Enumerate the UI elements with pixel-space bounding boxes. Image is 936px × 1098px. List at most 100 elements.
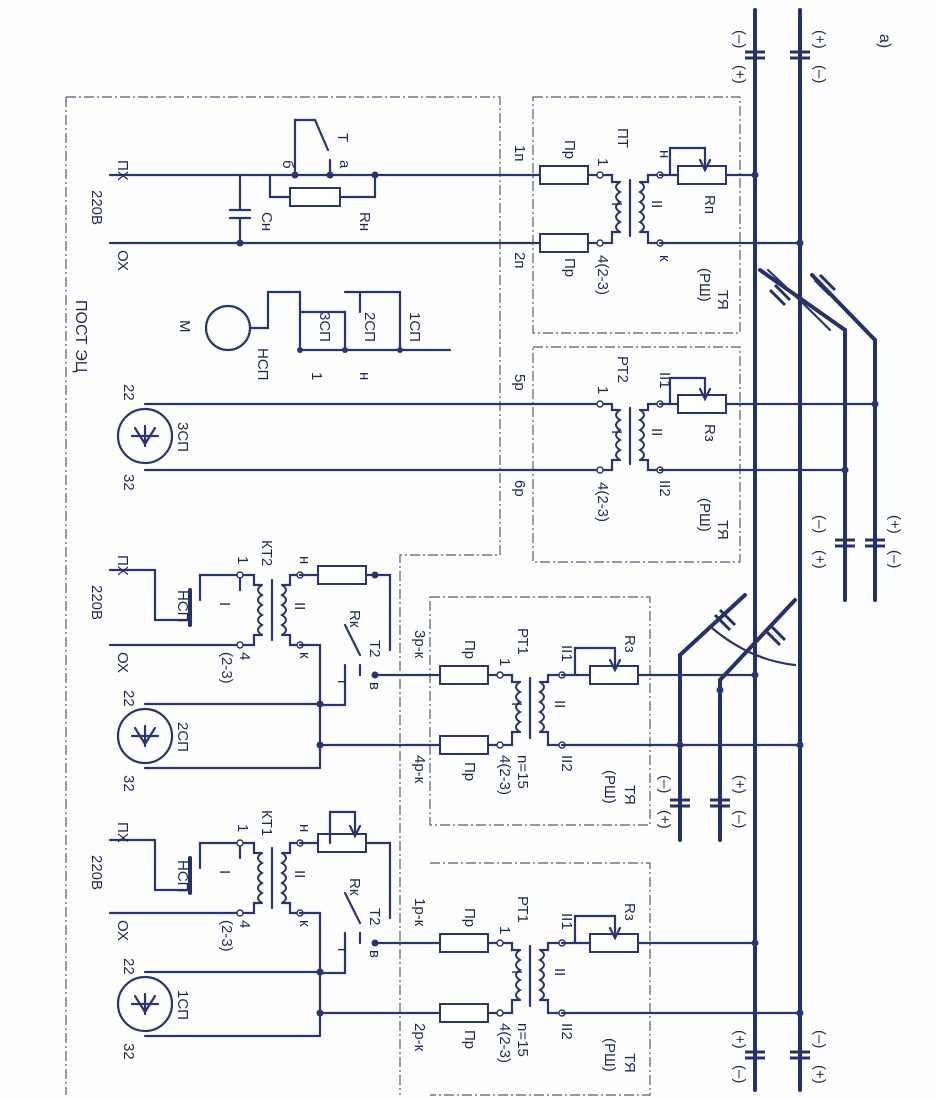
- terminal-4: 4: [236, 652, 253, 660]
- terminal-4: 4: [236, 920, 253, 928]
- polarity-minus: (–): [811, 515, 828, 533]
- polarity-minus: (–): [886, 550, 903, 568]
- ox-label: ОХ: [114, 250, 131, 271]
- polarity-minus: (–): [731, 30, 748, 48]
- terminal-1: 1: [496, 658, 513, 666]
- fuse-label: Пр: [461, 908, 478, 927]
- polarity-plus: (+): [811, 550, 828, 569]
- terminal-4: 4(2-3): [496, 755, 513, 795]
- rt2-block: [116, 376, 879, 474]
- switch-t-label: Т: [334, 133, 351, 142]
- kt2-name: КТ2: [258, 540, 275, 566]
- resistor-rk: Rк: [346, 878, 363, 896]
- post-ets-boundary: [65, 96, 741, 1096]
- polarity-plus: (+): [656, 810, 673, 829]
- cabinet-rsh: (РШ): [601, 1038, 618, 1072]
- polarity-plus: (+): [886, 515, 903, 534]
- terminal-ii2: II2: [558, 755, 575, 772]
- relay-22: 22: [120, 958, 137, 975]
- winding-ii: II: [291, 602, 308, 610]
- relay-2sp: 2СП: [174, 722, 191, 752]
- rt1-name: РТ1: [514, 628, 531, 655]
- voltage-label: 220В: [88, 585, 105, 620]
- terminal-ii1: II1: [656, 372, 673, 389]
- resistor-rp: Rп: [701, 195, 718, 214]
- polarity-plus: (+): [811, 1065, 828, 1084]
- nsp-label: НСП: [254, 348, 271, 380]
- polarity-labels: (–) (+) (+) (–) (+) (–) (–) (+) (–) (+) …: [656, 30, 903, 1084]
- polarity-plus: (+): [731, 775, 748, 794]
- terminal-k: к: [296, 920, 313, 927]
- resistor-rn-label: Rн: [356, 212, 373, 231]
- winding-i: I: [216, 602, 233, 606]
- winding-ii: II: [648, 200, 665, 208]
- polarity-minus: (–): [731, 810, 748, 828]
- nsp-label: НСП: [174, 860, 191, 892]
- px-label: ПХ: [114, 555, 131, 576]
- px-label: ПХ: [114, 822, 131, 843]
- polarity-minus: (–): [811, 65, 828, 83]
- kt1-name: КТ1: [258, 810, 275, 836]
- cabinet-tya: ТЯ: [621, 1053, 638, 1073]
- relay-3sp: 3СП: [174, 422, 191, 452]
- fuse-label: Пр: [561, 140, 578, 159]
- relay-32: 32: [120, 1043, 137, 1060]
- relay-32: 32: [120, 775, 137, 792]
- cabinet-rsh: (РШ): [696, 498, 713, 532]
- relay-22: 22: [120, 690, 137, 707]
- px-label: ПХ: [114, 160, 131, 181]
- polarity-minus: (–): [656, 775, 673, 793]
- ratio-n15: n=15: [514, 1023, 531, 1057]
- cabinet-tya: ТЯ: [714, 520, 731, 540]
- winding-i: I: [608, 202, 625, 206]
- terminal-1: 1: [594, 158, 611, 166]
- contact-v: в: [366, 682, 383, 690]
- resistor-rz: Rз: [621, 635, 638, 653]
- terminal-k: к: [656, 255, 673, 262]
- motor-contacts: [204, 290, 452, 353]
- terminal-2-3: (2-3): [218, 920, 235, 952]
- terminal-4: 4(2-3): [594, 482, 611, 522]
- switch-contact-b: б: [279, 160, 296, 169]
- ox-label: ОХ: [114, 920, 131, 941]
- winding-ii: II: [291, 870, 308, 878]
- contact-1sp-label: 1СП: [406, 312, 423, 342]
- fuse-label: Пр: [461, 1030, 478, 1049]
- ox-label: ОХ: [114, 652, 131, 673]
- wire-1pk: 1р-к: [411, 898, 428, 927]
- winding-ii: II: [551, 700, 568, 708]
- contact-3sp-label: 3СП: [316, 312, 333, 342]
- fuse-label: Пр: [461, 640, 478, 659]
- contact-1-label: 1: [308, 372, 325, 380]
- voltage-label: 220В: [88, 190, 105, 225]
- terminal-ii1: II1: [558, 645, 575, 662]
- motor-label: М: [176, 320, 193, 333]
- polarity-plus: (+): [731, 1030, 748, 1049]
- winding-i: I: [216, 870, 233, 874]
- kt2-block: [108, 565, 392, 770]
- figure-label: а): [876, 34, 893, 48]
- cabinet-tya: ТЯ: [714, 290, 731, 310]
- wire-3pk: 3р-к: [411, 630, 428, 659]
- cabinet-tya: ТЯ: [621, 785, 638, 805]
- rt2-name: РТ2: [614, 356, 631, 383]
- power-supply-section: [108, 118, 602, 247]
- terminal-1: 1: [594, 386, 611, 394]
- terminal-2-3: (2-3): [218, 652, 235, 684]
- terminal-ii1: II1: [558, 913, 575, 930]
- terminal-1: 1: [496, 926, 513, 934]
- terminal-n: н: [296, 824, 313, 832]
- fuse-label: Пр: [561, 258, 578, 277]
- wire-1p: 1п: [511, 145, 528, 161]
- wire-2p: 2п: [511, 252, 528, 268]
- relay-1sp: 1СП: [174, 990, 191, 1020]
- relay-32: 32: [120, 474, 137, 491]
- winding-i: I: [508, 970, 525, 974]
- pt-transformer-block: [539, 146, 804, 253]
- cabinet-rsh: (РШ): [696, 268, 713, 302]
- winding-i: I: [608, 430, 625, 434]
- winding-ii: II: [551, 968, 568, 976]
- capacitor-label: Сн: [258, 212, 275, 231]
- cabinet-rsh: (РШ): [601, 770, 618, 804]
